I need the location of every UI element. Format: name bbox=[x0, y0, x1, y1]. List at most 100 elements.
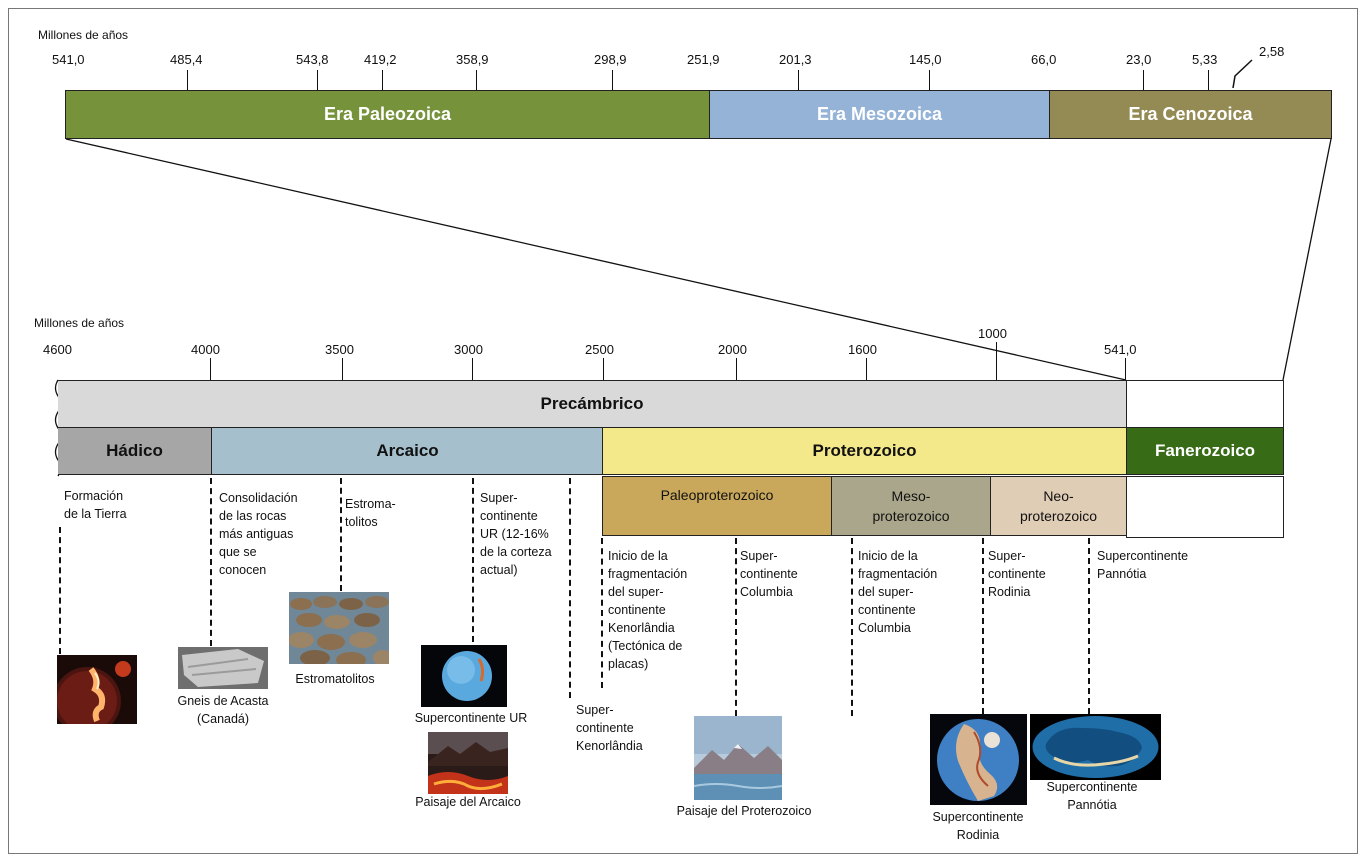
era-paleozoica-label: Era Paleozoica bbox=[323, 104, 452, 124]
event-leader bbox=[982, 538, 984, 714]
bottom-tick bbox=[342, 358, 343, 380]
top-tick-label: 251,9 bbox=[687, 52, 720, 67]
top-tick-label: 23,0 bbox=[1126, 52, 1152, 67]
top-tick bbox=[929, 70, 930, 90]
bottom-tick-label: 4600 bbox=[43, 342, 72, 357]
top-tick bbox=[1208, 70, 1209, 90]
paleoproterozoico-label: Paleoproterozoico bbox=[660, 487, 774, 503]
era-mesozoica-bar: Era Mesozoica bbox=[709, 90, 1050, 139]
earth-formation-image bbox=[57, 655, 137, 724]
neoproterozoico-bar: Neo- proterozoico bbox=[990, 476, 1127, 536]
era-paleozoica-bar: Era Paleozoica bbox=[65, 90, 710, 139]
bottom-tick bbox=[1125, 358, 1126, 380]
bottom-tick-label: 2500 bbox=[585, 342, 614, 357]
arcaico-label: Arcaico bbox=[376, 441, 439, 460]
caption: Paisaje del Proterozoico bbox=[676, 804, 812, 818]
caption: Supercontinente UR bbox=[414, 711, 528, 725]
bottom-tick bbox=[603, 358, 604, 380]
fanerozoico-lower-cell bbox=[1126, 476, 1284, 538]
top-unit-label: Millones de años bbox=[38, 28, 129, 42]
top-tick bbox=[317, 70, 318, 90]
caption: Gneis de Acasta (Canadá) bbox=[177, 694, 269, 726]
top-tick-label: 5,33 bbox=[1192, 52, 1218, 67]
proterozoico-bar: Proterozoico bbox=[602, 427, 1127, 475]
event-leader bbox=[59, 527, 61, 654]
top-tick-label: 485,4 bbox=[170, 52, 203, 67]
paleoproterozoico-bar: Paleoproterozoico bbox=[602, 476, 832, 536]
precambrico-bar: Precámbrico bbox=[58, 380, 1127, 428]
event-note: Super- continente Rodinia bbox=[988, 549, 1046, 599]
fanerozoico-bar: Fanerozoico bbox=[1126, 427, 1284, 475]
top-tick-label: 298,9 bbox=[594, 52, 627, 67]
event-leader bbox=[735, 538, 737, 716]
era-cenozoica-label: Era Cenozoica bbox=[1128, 104, 1253, 124]
top-tick-label: 66,0 bbox=[1031, 52, 1057, 67]
hadico-label: Hádico bbox=[106, 441, 163, 460]
caption: Supercontinente Rodinia bbox=[932, 810, 1024, 842]
event-note: Estroma- tolitos bbox=[345, 497, 396, 529]
top-tick-label: 543,8 bbox=[296, 52, 329, 67]
event-leader bbox=[851, 538, 853, 716]
caption: Supercontinente Pannótia bbox=[1046, 780, 1138, 812]
bottom-tick bbox=[472, 358, 473, 380]
event-note: Super- continente UR (12-16% de la corte… bbox=[480, 491, 552, 577]
stromatolites-image bbox=[289, 592, 389, 664]
proterozoic-landscape-image bbox=[694, 716, 782, 800]
fanerozoico-upper-cell bbox=[1126, 380, 1284, 428]
event-note: Inicio de la fragmentación del super- co… bbox=[608, 549, 688, 671]
caption: Estromatolitos bbox=[295, 672, 375, 686]
top-tick-label: 419,2 bbox=[364, 52, 397, 67]
bottom-tick-label: 1600 bbox=[848, 342, 877, 357]
bottom-tick-label: 541,0 bbox=[1104, 342, 1137, 357]
bottom-tick bbox=[736, 358, 737, 380]
precambrico-label: Precámbrico bbox=[540, 394, 644, 413]
mesoproterozoico-label: Meso- proterozoico bbox=[872, 488, 950, 524]
bottom-tick bbox=[996, 342, 997, 380]
top-tick bbox=[798, 70, 799, 90]
bottom-tick-label: 2000 bbox=[718, 342, 747, 357]
top-tick bbox=[476, 70, 477, 90]
fanerozoico-label: Fanerozoico bbox=[1154, 441, 1256, 460]
event-note: Consolidación de las rocas más antiguas … bbox=[219, 491, 298, 577]
top-tick bbox=[1143, 70, 1144, 90]
hadico-bar: Hádico bbox=[58, 427, 212, 475]
supercontinent-ur-image bbox=[421, 645, 507, 707]
arcaico-bar: Arcaico bbox=[211, 427, 604, 475]
top-tick bbox=[612, 70, 613, 90]
event-note: Super- continente Columbia bbox=[740, 549, 798, 599]
event-leader bbox=[210, 478, 212, 646]
event-leader bbox=[601, 538, 603, 688]
event-note: Formación de la Tierra bbox=[64, 489, 127, 521]
event-note: Inicio de la fragmentación del super- co… bbox=[858, 549, 938, 635]
bottom-tick-label: 3500 bbox=[325, 342, 354, 357]
event-note: Supercontinente Pannótia bbox=[1097, 549, 1189, 581]
neoproterozoico-label: Neo- proterozoico bbox=[1019, 488, 1098, 524]
top-tick-label: 541,0 bbox=[52, 52, 85, 67]
top-tick-label: 145,0 bbox=[909, 52, 942, 67]
event-leader bbox=[472, 478, 474, 642]
bottom-tick-label: 1000 bbox=[978, 326, 1007, 341]
pannotia-image bbox=[1030, 714, 1161, 780]
bottom-tick bbox=[210, 358, 211, 380]
top-tick bbox=[187, 70, 188, 90]
bottom-unit-label: Millones de años bbox=[34, 316, 125, 330]
archean-landscape-image bbox=[428, 732, 508, 794]
proterozoico-label: Proterozoico bbox=[812, 441, 917, 460]
era-cenozoica-bar: Era Cenozoica bbox=[1049, 90, 1332, 139]
event-leader bbox=[340, 478, 342, 591]
top-tick bbox=[382, 70, 383, 90]
event-leader bbox=[569, 478, 571, 698]
bottom-tick-label: 3000 bbox=[454, 342, 483, 357]
event-note: Super- continente Kenorlândia bbox=[576, 703, 643, 753]
acasta-gneiss-image bbox=[178, 647, 268, 689]
rodinia-image bbox=[930, 714, 1027, 805]
era-mesozoica-label: Era Mesozoica bbox=[816, 104, 943, 124]
top-tick-label: 2,58 bbox=[1259, 44, 1285, 59]
caption: Paisaje del Arcaico bbox=[415, 795, 521, 809]
figure-frame bbox=[8, 8, 1358, 854]
bottom-tick bbox=[866, 358, 867, 380]
mesoproterozoico-bar: Meso- proterozoico bbox=[831, 476, 991, 536]
bottom-tick-label: 4000 bbox=[191, 342, 220, 357]
event-leader bbox=[1088, 538, 1090, 714]
top-tick-label: 358,9 bbox=[456, 52, 489, 67]
